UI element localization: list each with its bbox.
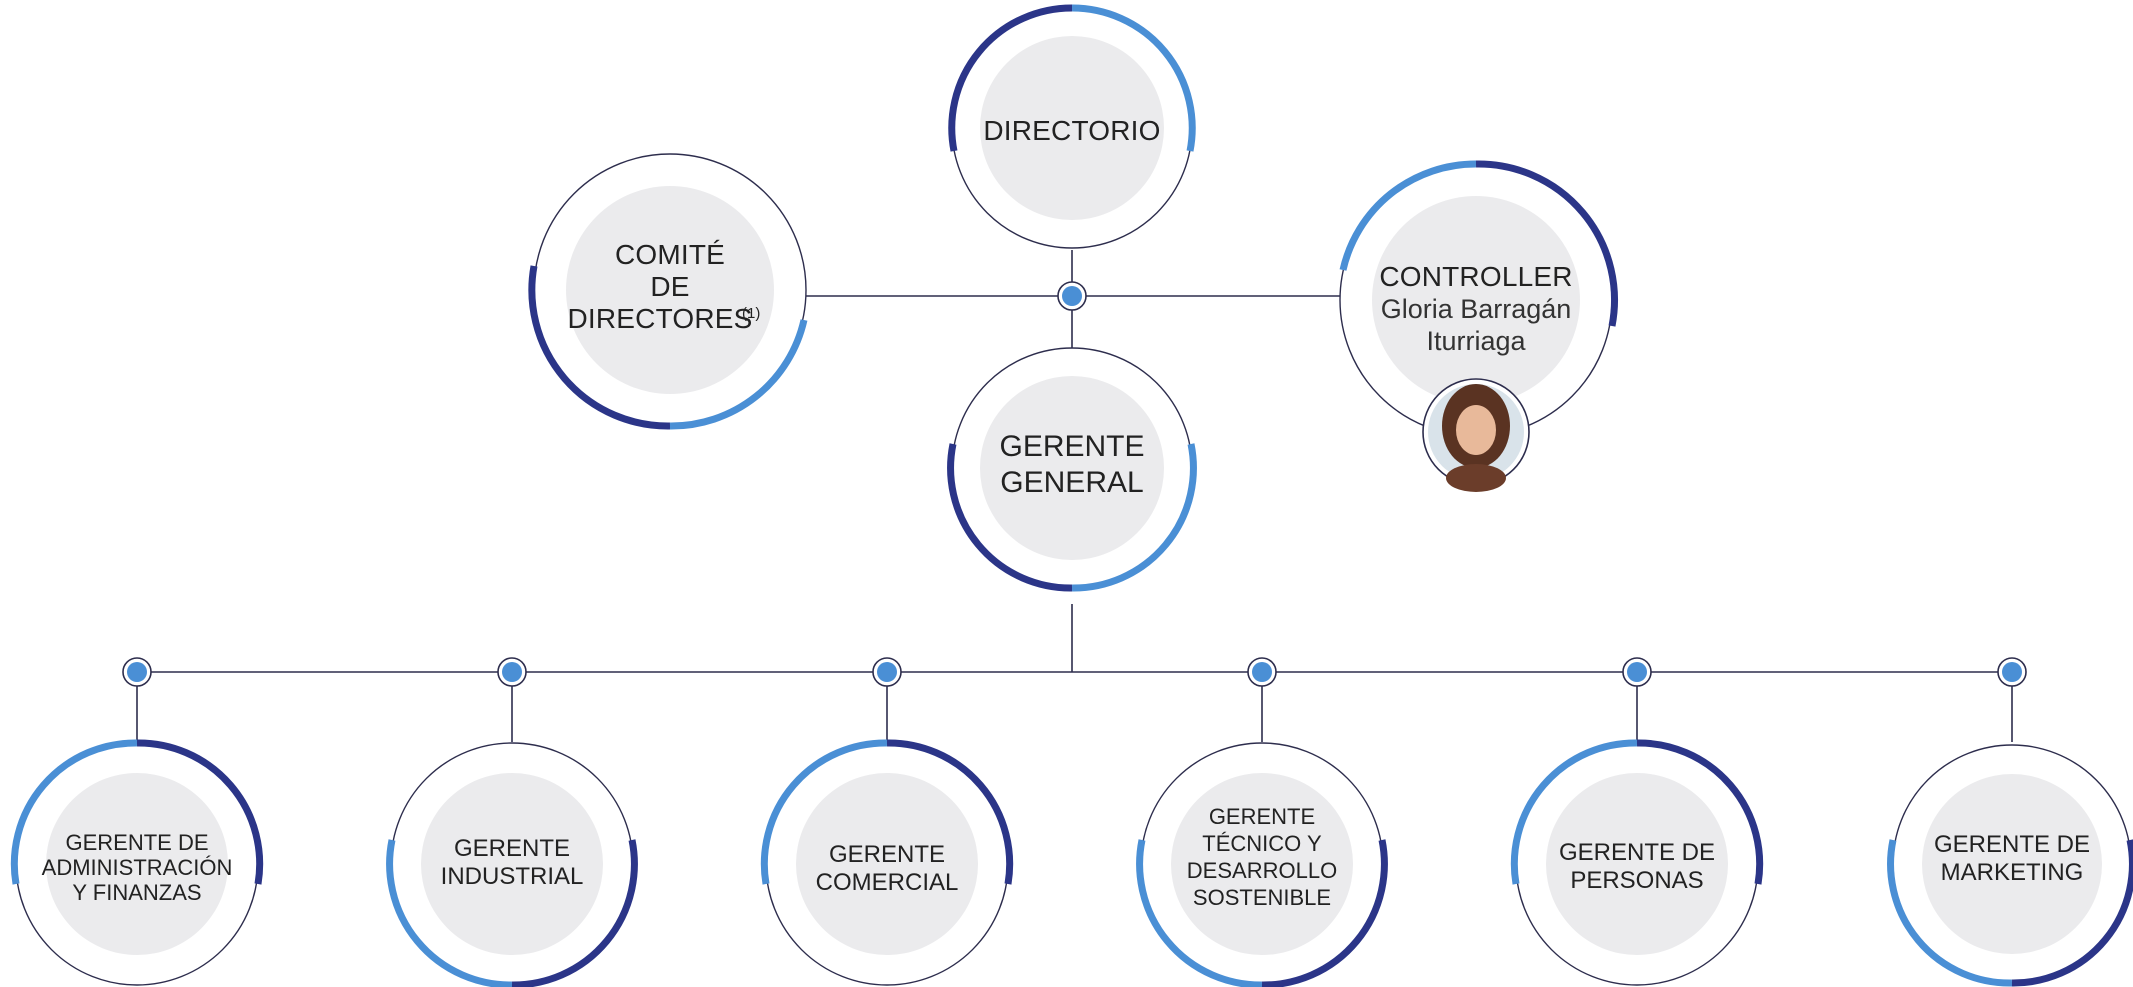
ring-arc-dark	[948, 4, 1073, 152]
ring-arc-light	[1136, 839, 1263, 987]
junction-dot-adm	[122, 657, 152, 687]
node-inner-disc	[1171, 773, 1353, 955]
node-inner-disc	[421, 773, 603, 955]
node-inner-disc	[980, 376, 1164, 560]
node-gerente-marketing[interactable]: GERENTE DE MARKETING	[1887, 744, 2133, 987]
node-inner-disc	[1546, 773, 1728, 955]
node-gerente-comercial[interactable]: GERENTE COMERCIAL	[760, 739, 1014, 986]
junction-dot-industrial	[497, 657, 527, 687]
ring-arc-light	[1339, 160, 1477, 271]
junction-dot-hub	[1057, 281, 1087, 311]
node-gerente-administracion-finanzas[interactable]: GERENTE DE ADMINISTRACIÓN Y FINANZAS	[10, 739, 264, 986]
node-gerente-personas[interactable]: GERENTE DE PERSONAS	[1510, 739, 1764, 986]
ring-arc-dark	[136, 739, 264, 885]
tecnico-line2: TÉCNICO Y	[1202, 831, 1322, 856]
node-inner-disc	[1372, 196, 1580, 404]
ring-arc-light	[1887, 839, 2013, 987]
node-gerente-tecnico-desarrollo-sostenible[interactable]: GERENTE TÉCNICO Y DESARROLLO SOSTENIBLE	[1136, 742, 1388, 987]
junction-dot-personas	[1622, 657, 1652, 687]
node-inner-disc	[980, 36, 1164, 220]
node-inner-disc	[796, 773, 978, 955]
gerente-general-line2: GENERAL	[1000, 466, 1143, 499]
ring-arc-dark	[1475, 160, 1618, 327]
ring-arc-dark	[947, 443, 1073, 592]
node-comite-de-directores[interactable]: COMITÉ DE DIRECTORES (1)	[528, 153, 808, 430]
comite-footnote-marker: (1)	[742, 305, 760, 322]
node-directorio[interactable]: DIRECTORIO	[948, 4, 1196, 249]
ring-arc-dark	[2011, 839, 2133, 987]
ring-arc-light	[760, 739, 888, 885]
ring-arc-light	[1071, 443, 1197, 592]
directorio-label: DIRECTORIO	[983, 115, 1160, 146]
node-inner-disc	[1922, 774, 2102, 954]
industrial-line1: GERENTE	[454, 835, 570, 862]
ring-arc-light	[1510, 739, 1638, 885]
adm-line1: GERENTE DE	[65, 830, 208, 855]
node-controller[interactable]: CONTROLLER Gloria Barragán Iturriaga	[1339, 160, 1618, 492]
ring-arc-dark	[511, 839, 638, 987]
node-gerente-general[interactable]: GERENTE GENERAL	[947, 347, 1197, 592]
controller-photo	[1422, 378, 1530, 492]
personas-line2: PERSONAS	[1570, 867, 1703, 894]
node-inner-disc	[46, 773, 228, 955]
ring-arc-dark	[1636, 739, 1764, 885]
junction-dot-tecnico	[1247, 657, 1277, 687]
junction-dots	[122, 281, 2027, 687]
tecnico-line3: DESARROLLO	[1187, 858, 1337, 883]
comite-line2: DE	[650, 271, 689, 302]
junction-dot-comercial	[872, 657, 902, 687]
comite-line3: DIRECTORES	[567, 303, 752, 334]
tecnico-line4: SOSTENIBLE	[1193, 885, 1331, 910]
marketing-line1: GERENTE DE	[1934, 831, 2090, 858]
adm-line3: Y FINANZAS	[72, 880, 201, 905]
ring-arc-light	[386, 839, 513, 987]
tecnico-line1: GERENTE	[1209, 804, 1315, 829]
ring-arc-dark	[1261, 839, 1388, 987]
ring-arc-dark	[886, 739, 1014, 885]
adm-line2: ADMINISTRACIÓN	[42, 855, 233, 880]
comercial-line1: GERENTE	[829, 841, 945, 868]
controller-title: CONTROLLER	[1379, 261, 1572, 292]
controller-name-line2: Iturriaga	[1426, 326, 1526, 356]
personas-line1: GERENTE DE	[1559, 839, 1715, 866]
ring-arc-light	[669, 319, 808, 430]
node-gerente-industrial[interactable]: GERENTE INDUSTRIAL	[386, 742, 638, 987]
ring-arc-dark	[528, 265, 671, 430]
industrial-line2: INDUSTRIAL	[441, 863, 584, 890]
marketing-line2: MARKETING	[1941, 859, 2084, 886]
comite-line1: COMITÉ	[615, 239, 725, 270]
ring-arc-light	[10, 739, 138, 885]
controller-name-line1: Gloria Barragán	[1381, 294, 1572, 324]
gerente-general-line1: GERENTE	[999, 430, 1144, 463]
junction-dot-marketing	[1997, 657, 2027, 687]
ring-arc-light	[1071, 4, 1196, 152]
node-inner-disc	[566, 186, 774, 394]
comercial-line2: COMERCIAL	[816, 869, 959, 896]
